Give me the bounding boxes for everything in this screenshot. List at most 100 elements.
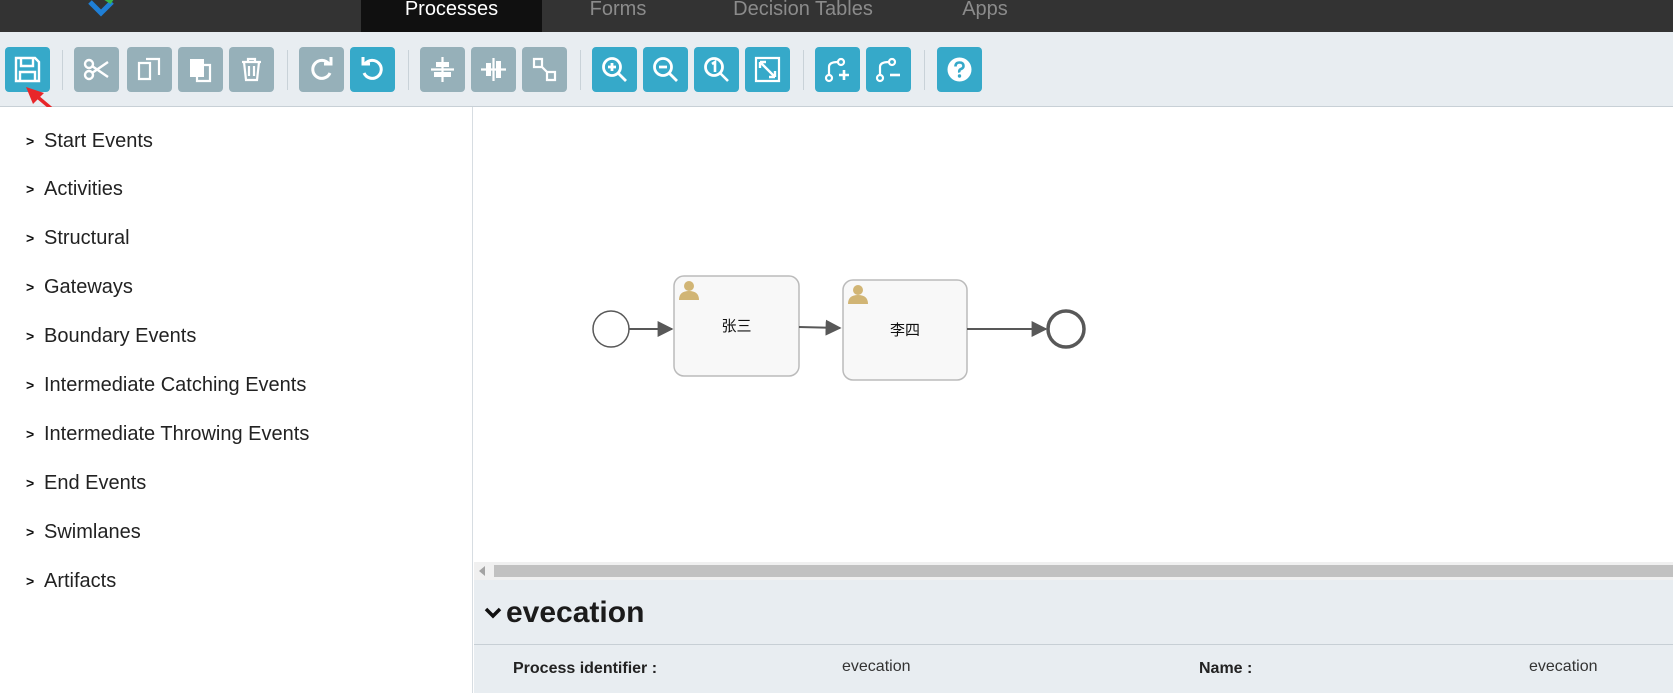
user-task[interactable]: 李四 bbox=[842, 279, 968, 381]
toolbar-divider bbox=[62, 50, 63, 90]
canvas-horizontal-scrollbar[interactable] bbox=[474, 562, 1673, 580]
task-label: 李四 bbox=[890, 321, 920, 339]
chevron-down-icon[interactable] bbox=[484, 606, 502, 620]
palette-group-label: Intermediate Catching Events bbox=[44, 374, 307, 396]
undo-icon bbox=[361, 57, 383, 80]
palette-group-end-events[interactable]: > End Events bbox=[26, 471, 146, 495]
copy-icon bbox=[137, 57, 161, 81]
top-navbar: Processes Forms Decision Tables Apps bbox=[0, 0, 1673, 37]
palette-group-label: Gateways bbox=[44, 276, 133, 298]
palette-group-label: Structural bbox=[44, 227, 130, 249]
toolbar-divider bbox=[803, 50, 804, 90]
chevron-right-icon: > bbox=[26, 426, 35, 442]
same-size-button[interactable] bbox=[522, 47, 567, 92]
delete-button[interactable] bbox=[229, 47, 274, 92]
chevron-right-icon: > bbox=[26, 524, 35, 540]
paste-button[interactable] bbox=[178, 47, 223, 92]
align-horizontal-button[interactable] bbox=[420, 47, 465, 92]
tab-decision-tables[interactable]: Decision Tables bbox=[733, 0, 873, 20]
remove-bendpoint-icon bbox=[875, 57, 900, 83]
process-title: evecation bbox=[506, 596, 645, 629]
palette-group-gateways[interactable]: > Gateways bbox=[26, 275, 133, 299]
redo-button[interactable] bbox=[299, 47, 344, 92]
trash-icon bbox=[242, 57, 261, 82]
same-size-icon bbox=[532, 57, 557, 82]
app-logo-icon bbox=[88, 0, 114, 17]
user-icon bbox=[679, 281, 699, 300]
redo-icon bbox=[311, 57, 333, 80]
chevron-right-icon: > bbox=[26, 230, 35, 246]
remove-bendpoint-button[interactable] bbox=[866, 47, 911, 92]
palette-group-intermediate-catching-events[interactable]: > Intermediate Catching Events bbox=[26, 373, 306, 397]
zoom-fit-button[interactable] bbox=[745, 47, 790, 92]
start-event[interactable] bbox=[592, 310, 630, 348]
palette-group-label: Boundary Events bbox=[44, 325, 197, 347]
diagram-canvas[interactable]: 张三 李四 bbox=[474, 107, 1673, 562]
chevron-right-icon: > bbox=[26, 475, 35, 491]
zoom-in-icon bbox=[602, 57, 627, 82]
task-label: 张三 bbox=[721, 317, 751, 335]
palette-group-intermediate-throwing-events[interactable]: > Intermediate Throwing Events bbox=[26, 422, 309, 446]
toolbar-divider bbox=[287, 50, 288, 90]
paste-icon bbox=[190, 59, 212, 83]
toolbar-divider bbox=[580, 50, 581, 90]
toolbar-divider bbox=[924, 50, 925, 90]
tab-processes[interactable]: Processes bbox=[361, 0, 542, 32]
align-vertical-button[interactable] bbox=[471, 47, 516, 92]
zoom-fit-icon bbox=[754, 56, 781, 83]
palette-group-structural[interactable]: > Structural bbox=[26, 226, 130, 250]
help-button[interactable] bbox=[937, 47, 982, 92]
zoom-actual-icon bbox=[704, 57, 729, 82]
palette-group-boundary-events[interactable]: > Boundary Events bbox=[26, 324, 196, 348]
shape-palette: > Start Events > Activities > Structural > G… bbox=[0, 107, 473, 693]
zoom-out-button[interactable] bbox=[643, 47, 688, 92]
end-event[interactable] bbox=[1046, 309, 1086, 349]
process-identifier-value[interactable]: evecation bbox=[842, 658, 911, 675]
zoom-in-button[interactable] bbox=[592, 47, 637, 92]
palette-group-label: Artifacts bbox=[44, 570, 117, 592]
tab-apps[interactable]: Apps bbox=[962, 0, 1008, 20]
palette-group-label: End Events bbox=[44, 472, 147, 494]
chevron-right-icon: > bbox=[26, 377, 35, 393]
scissors-icon bbox=[83, 58, 109, 81]
palette-group-label: Swimlanes bbox=[44, 521, 141, 543]
align-vertical-icon bbox=[481, 58, 506, 81]
process-identifier-label: Process identifier : bbox=[513, 660, 658, 677]
palette-group-swimlanes[interactable]: > Swimlanes bbox=[26, 520, 141, 544]
toolbar-divider bbox=[408, 50, 409, 90]
properties-panel: evecation Process identifier : evecation… bbox=[474, 580, 1673, 693]
scrollbar-thumb[interactable] bbox=[494, 565, 1673, 577]
palette-group-artifacts[interactable]: > Artifacts bbox=[26, 569, 116, 593]
editor-toolbar bbox=[0, 32, 1673, 107]
add-bendpoint-icon bbox=[824, 57, 849, 83]
user-task[interactable]: 张三 bbox=[673, 275, 800, 377]
save-button[interactable] bbox=[5, 47, 50, 92]
copy-button[interactable] bbox=[127, 47, 172, 92]
palette-group-activities[interactable]: > Activities bbox=[26, 177, 123, 201]
chevron-right-icon: > bbox=[26, 328, 35, 344]
zoom-out-icon bbox=[653, 57, 678, 82]
tab-forms[interactable]: Forms bbox=[589, 0, 647, 20]
chevron-right-icon: > bbox=[26, 181, 35, 197]
bpmn-diagram: 张三 李四 bbox=[592, 275, 1086, 381]
align-horizontal-icon bbox=[431, 57, 454, 82]
add-bendpoint-button[interactable] bbox=[815, 47, 860, 92]
properties-header[interactable]: evecation bbox=[474, 580, 1673, 645]
palette-group-label: Activities bbox=[44, 178, 123, 200]
sequence-flow[interactable] bbox=[798, 319, 842, 336]
process-name-label: Name : bbox=[1199, 660, 1253, 677]
undo-button[interactable] bbox=[350, 47, 395, 92]
process-name-value[interactable]: evecation bbox=[1529, 658, 1598, 675]
palette-group-label: Intermediate Throwing Events bbox=[44, 423, 310, 445]
user-icon bbox=[848, 285, 868, 304]
cut-button[interactable] bbox=[74, 47, 119, 92]
scroll-left-arrow-icon[interactable] bbox=[479, 566, 485, 576]
chevron-right-icon: > bbox=[26, 279, 35, 295]
palette-group-start-events[interactable]: > Start Events bbox=[26, 129, 153, 153]
save-icon bbox=[14, 56, 41, 83]
help-icon bbox=[947, 57, 972, 82]
chevron-right-icon: > bbox=[26, 133, 35, 149]
chevron-right-icon: > bbox=[26, 573, 35, 589]
zoom-actual-button[interactable] bbox=[694, 47, 739, 92]
palette-group-label: Start Events bbox=[44, 130, 153, 152]
